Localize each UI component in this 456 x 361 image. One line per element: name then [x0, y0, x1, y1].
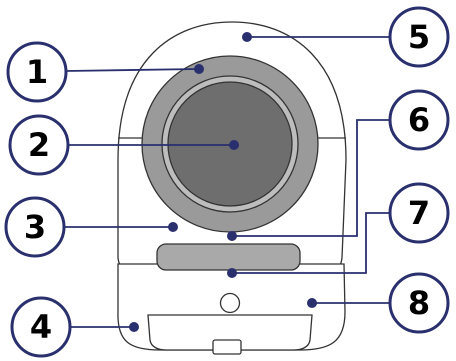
callout-2-circle	[8, 114, 70, 176]
anchor-dot-4	[129, 322, 139, 332]
callout-8-label: 8	[408, 284, 430, 322]
leader-lines	[64, 36, 390, 328]
callout-3-label: 3	[24, 208, 46, 246]
callout-6-circle	[388, 89, 450, 151]
callout-1-circle	[6, 41, 68, 103]
leader-7	[232, 212, 390, 274]
callout-4-label: 4	[30, 308, 52, 346]
anchor-dot-2	[229, 140, 239, 150]
callout-3-circle	[4, 196, 66, 258]
callout-5: 5	[388, 6, 450, 68]
callout-7-label: 7	[408, 194, 430, 232]
leader-1	[65, 68, 200, 72]
callout-2: 2	[8, 114, 70, 176]
callout-4-circle	[10, 296, 72, 358]
callout-8: 8	[388, 272, 450, 334]
anchor-dots	[129, 32, 317, 332]
callout-2-label: 2	[28, 126, 50, 164]
front-window	[156, 243, 301, 271]
anchor-dot-6	[227, 231, 237, 241]
device	[117, 21, 347, 355]
callout-1: 1	[6, 41, 68, 103]
callout-7: 7	[388, 182, 450, 244]
callout-5-circle	[388, 6, 450, 68]
callout-6-label: 6	[408, 101, 430, 139]
drawer-handle	[212, 339, 242, 355]
callout-4: 4	[10, 296, 72, 358]
callout-6: 6	[388, 89, 450, 151]
callout-1-label: 1	[26, 53, 48, 91]
anchor-dot-7	[227, 268, 237, 278]
callout-7-circle	[388, 182, 450, 244]
drawer-front	[147, 314, 313, 351]
anchor-dot-3	[168, 222, 178, 232]
callout-3: 3	[4, 196, 66, 258]
anchor-dot-8	[307, 298, 317, 308]
callout-5-label: 5	[408, 18, 430, 56]
button-icon	[219, 292, 241, 314]
anchor-dot-1	[194, 64, 204, 74]
callout-8-circle	[388, 272, 450, 334]
leader-6	[232, 119, 390, 237]
anchor-dot-5	[242, 32, 252, 42]
